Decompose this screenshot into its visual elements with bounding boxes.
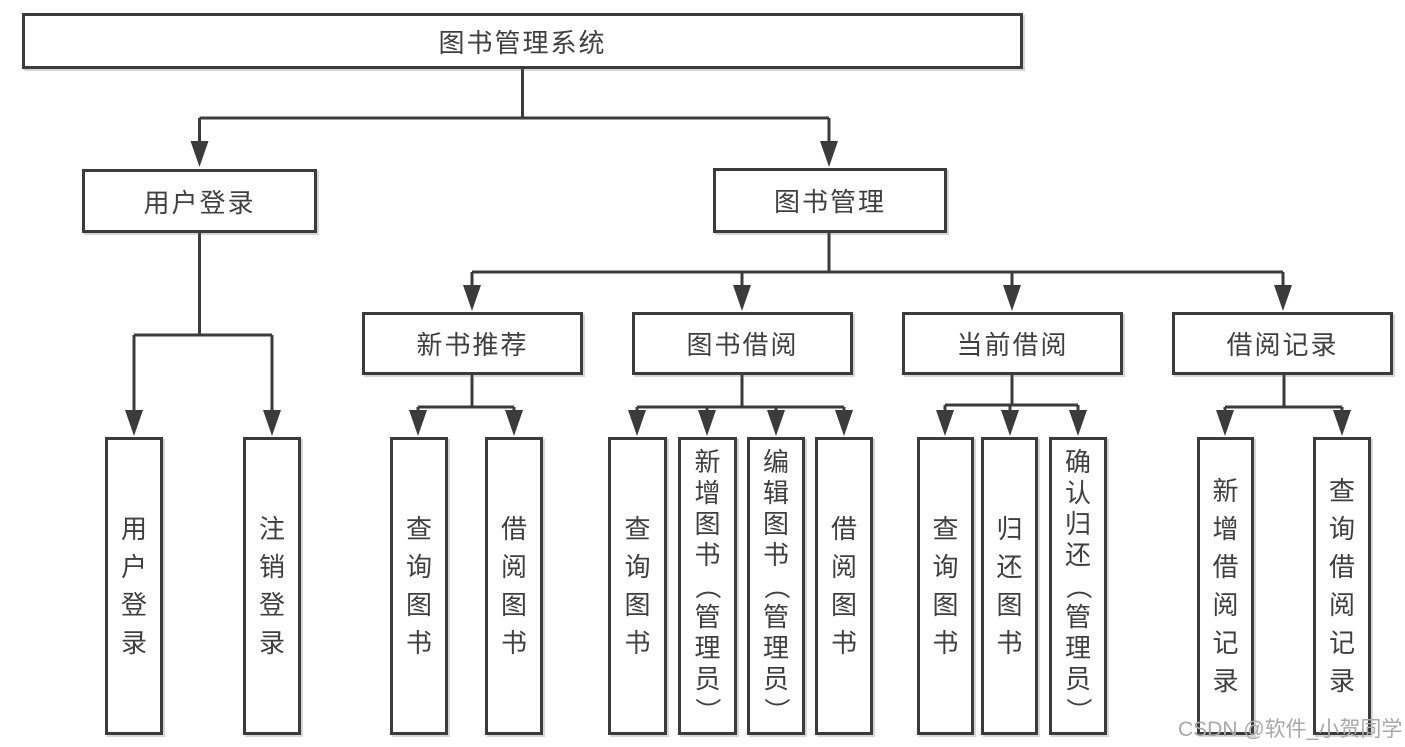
leaf-add-borrow-record: 新增借阅记录 <box>1197 437 1254 735</box>
leaf-return-books: 归还图书 <box>981 437 1038 735</box>
leaf-add-borrow-record-label: 新增借阅记录 <box>1212 476 1239 696</box>
csdn-watermark: CSDN @软件_小贺同学 <box>1178 718 1403 741</box>
leaf-current-query-books: 查询图书 <box>917 437 974 735</box>
leaf-recommend-borrow-books: 借阅图书 <box>485 437 543 735</box>
arrowheads <box>125 141 1351 436</box>
leaf-borrow-books-label: 借阅图书 <box>830 514 857 658</box>
node-book-borrowing-label: 图书借阅 <box>686 330 799 360</box>
leaf-add-books-admin-label: 新增图书（管理员） <box>692 446 723 724</box>
leaf-confirm-return-admin-label: 确认归还（管理员） <box>1063 446 1094 724</box>
leaf-recommend-borrow-books-label: 借阅图书 <box>500 514 527 658</box>
leaf-borrow-books: 借阅图书 <box>815 437 873 735</box>
leaf-borrowing-query-books: 查询图书 <box>608 437 667 735</box>
leaf-edit-books-admin-label: 编辑图书（管理员） <box>761 446 792 724</box>
node-new-book-recommend: 新书推荐 <box>362 312 583 375</box>
node-borrowing-records: 借阅记录 <box>1172 312 1393 375</box>
leaf-logout-label: 注销登录 <box>258 514 285 658</box>
node-root: 图书管理系统 <box>22 13 1023 69</box>
node-book-management-label: 图书管理 <box>773 187 886 217</box>
leaf-recommend-query-books-label: 查询图书 <box>405 514 432 658</box>
leaf-return-books-label: 归还图书 <box>996 514 1023 658</box>
leaf-query-borrow-record-label: 查询借阅记录 <box>1328 476 1355 696</box>
leaf-query-borrow-record: 查询借阅记录 <box>1313 437 1371 735</box>
node-current-borrowing-label: 当前借阅 <box>956 330 1069 360</box>
leaf-logout: 注销登录 <box>243 437 301 735</box>
leaf-user-login-label: 用户登录 <box>120 514 147 658</box>
node-new-book-recommend-label: 新书推荐 <box>416 330 529 360</box>
node-book-borrowing: 图书借阅 <box>632 312 853 375</box>
node-user-login: 用户登录 <box>82 169 317 233</box>
node-borrowing-records-label: 借阅记录 <box>1226 330 1339 360</box>
node-book-management: 图书管理 <box>713 168 947 233</box>
leaf-add-books-admin: 新增图书（管理员） <box>678 437 737 735</box>
leaf-confirm-return-admin: 确认归还（管理员） <box>1049 437 1107 735</box>
node-current-borrowing: 当前借阅 <box>902 312 1123 375</box>
leaf-user-login: 用户登录 <box>105 437 163 735</box>
node-user-login-label: 用户登录 <box>143 187 256 218</box>
leaf-current-query-books-label: 查询图书 <box>932 514 959 658</box>
leaf-recommend-query-books: 查询图书 <box>390 437 448 735</box>
leaf-edit-books-admin: 编辑图书（管理员） <box>747 437 805 735</box>
node-root-label: 图书管理系统 <box>438 27 607 58</box>
leaf-borrowing-query-books-label: 查询图书 <box>624 514 651 658</box>
